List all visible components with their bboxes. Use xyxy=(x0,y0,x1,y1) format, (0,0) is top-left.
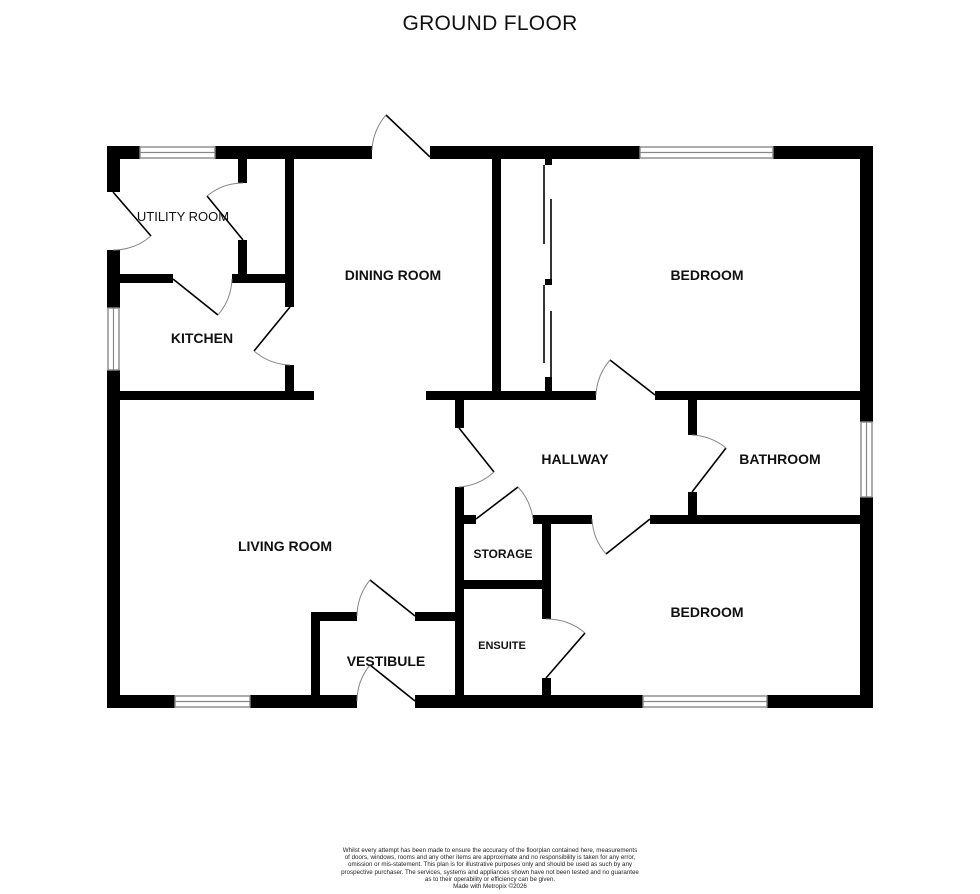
disclaimer-line: of doors, windows, rooms and any other i… xyxy=(344,854,636,862)
door-storage xyxy=(475,486,534,520)
door-bathroom xyxy=(691,434,727,493)
room-labels: UTILITY ROOM KITCHEN DINING ROOM BEDROOM… xyxy=(137,209,821,669)
windows xyxy=(107,146,873,708)
label-ensuite: ENSUITE xyxy=(478,640,526,652)
label-hallway: HALLWAY xyxy=(541,451,609,467)
label-vestibule: VESTIBULE xyxy=(347,653,426,669)
door-hallway-bedroom-1 xyxy=(595,359,656,396)
label-kitchen: KITCHEN xyxy=(171,330,233,346)
label-bedroom-2: BEDROOM xyxy=(670,604,743,620)
door-hallway-bedroom-2 xyxy=(591,518,651,555)
window-bedroom-1 xyxy=(639,146,774,159)
window-living-room xyxy=(174,695,251,708)
credit: Made with Metropix ©2026 xyxy=(453,883,527,891)
label-living-room: LIVING ROOM xyxy=(238,538,332,554)
door-hallway-living xyxy=(458,427,495,488)
outer-walls xyxy=(107,146,873,708)
label-utility-room: UTILITY ROOM xyxy=(137,209,229,224)
disclaimer-line: omission or mis-statement. This plan is … xyxy=(348,861,632,869)
door-utility-external xyxy=(112,191,152,251)
label-dining-room: DINING ROOM xyxy=(345,267,441,283)
door-kitchen-dining xyxy=(253,306,291,366)
window-utility xyxy=(139,146,216,159)
disclaimer-line: prospective purchaser. The services, sys… xyxy=(341,868,639,876)
floor-title: GROUND FLOOR xyxy=(402,12,578,35)
window-bathroom xyxy=(860,421,873,498)
door-utility-kitchen xyxy=(172,278,233,316)
door-ensuite xyxy=(545,618,586,679)
disclaimer-line: Whilst every attempt has been made to en… xyxy=(342,847,638,854)
door-dining-external xyxy=(371,114,431,158)
door-utility-cupboard xyxy=(206,182,244,241)
disclaimer-line: as to their operability or efficiency ca… xyxy=(424,875,556,883)
wardrobe-sliding-doors xyxy=(543,165,552,377)
window-bedroom-2 xyxy=(642,695,768,708)
door-vestibule-inner xyxy=(356,579,416,617)
window-kitchen xyxy=(107,307,120,371)
disclaimer: Whilst every attempt has been made to en… xyxy=(300,847,680,890)
doors xyxy=(112,114,727,702)
label-storage: STORAGE xyxy=(473,547,532,561)
label-bathroom: BATHROOM xyxy=(739,451,820,467)
door-vestibule-external xyxy=(356,664,416,702)
label-bedroom-1: BEDROOM xyxy=(670,267,743,283)
internal-walls xyxy=(120,159,860,695)
